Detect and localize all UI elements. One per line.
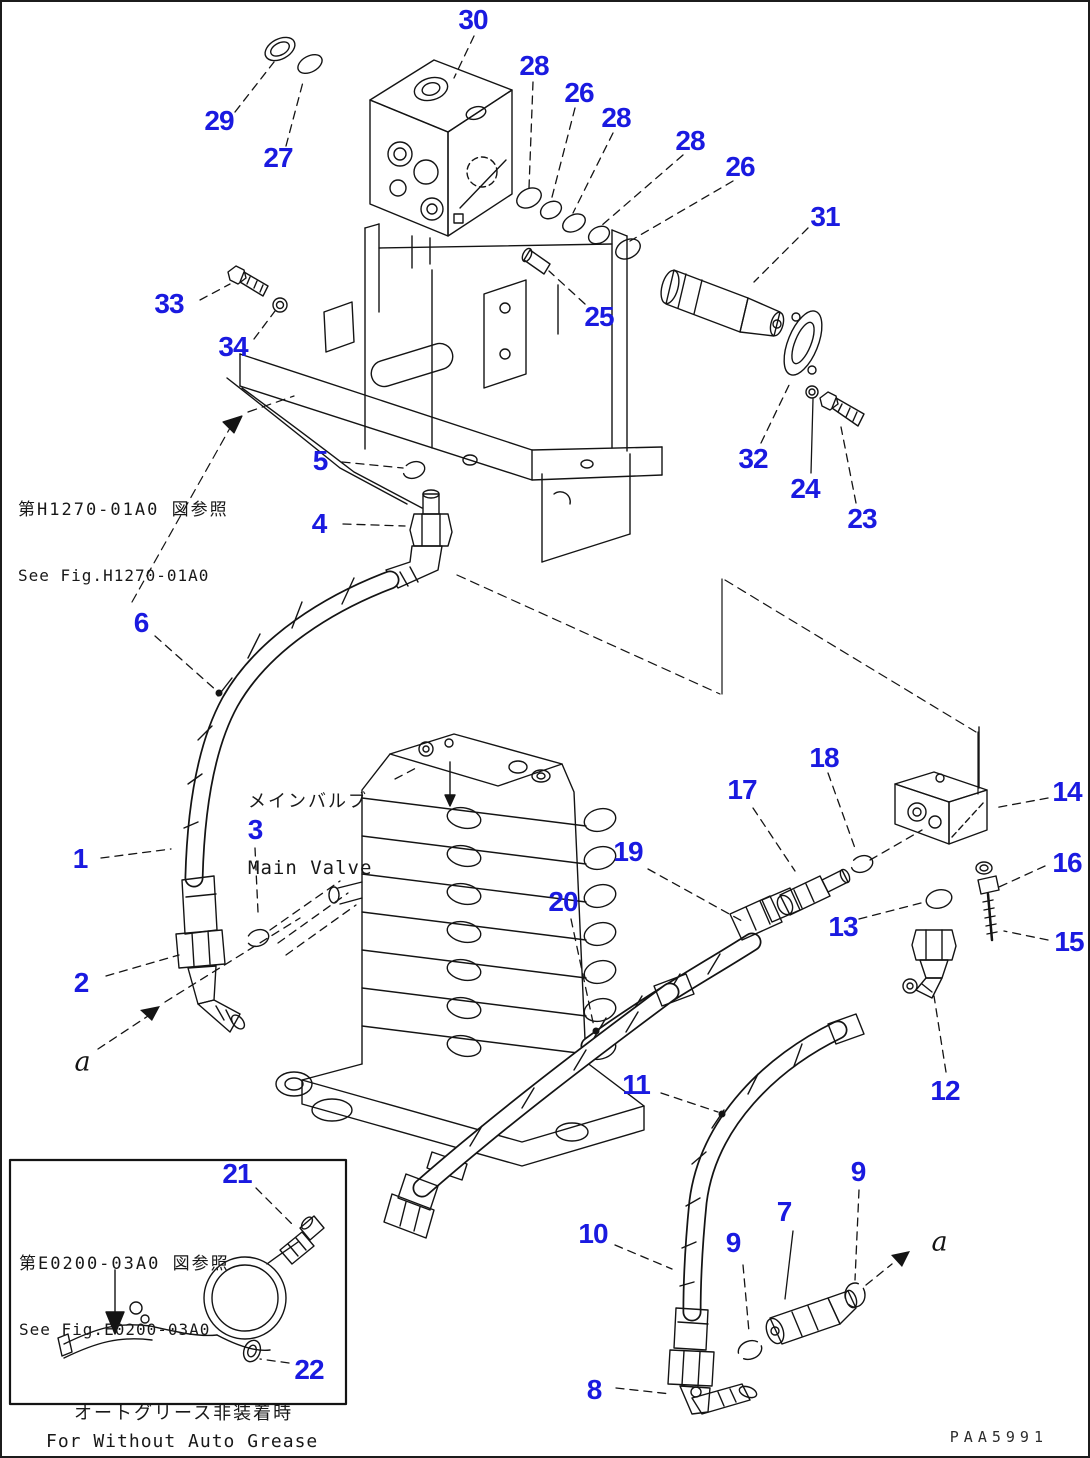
hose-20: [383, 973, 695, 1239]
adapter-fitting-7: [765, 1289, 858, 1345]
o-ring-3: [246, 928, 270, 948]
washer-34: [272, 297, 288, 313]
elbow-fitting-8: [679, 1383, 758, 1415]
ref-note-inset: 第E0200-03A0 図参照 See Fig.E0200-03A0: [19, 1212, 230, 1363]
elbow-fitting-12: [902, 929, 957, 999]
part-code: PAA5991: [949, 1428, 1048, 1446]
hose-11: [679, 1013, 865, 1322]
manifold-block-14: [894, 726, 988, 845]
mounting-bracket: [226, 223, 663, 563]
o-ring-13: [925, 888, 953, 910]
hose-end-1: [175, 875, 226, 969]
cartridge-valve-31: [660, 269, 785, 337]
elbow-fitting-2: [187, 965, 246, 1033]
hose-end-10: [667, 1307, 715, 1387]
bolt-23: [819, 391, 865, 427]
adapter-fitting-17: [776, 868, 851, 916]
inset-caption-jp: オートグリース非装着時: [74, 1403, 294, 1424]
ref-note-top-jp: 第H1270-01A0 図参照: [18, 500, 229, 520]
leader-dots-and-arrows: [140, 689, 910, 1267]
main-valve-label: メインバルブ Main Valve: [248, 750, 372, 901]
ref-note-top: 第H1270-01A0 図参照 See Fig.H1270-01A0: [18, 458, 229, 609]
section-break-line: [131, 395, 979, 795]
ref-note-inset-en: See Fig.E0200-03A0: [19, 1320, 211, 1339]
bolt-15: [977, 875, 1000, 942]
ref-note-inset-jp: 第E0200-03A0 図参照: [19, 1254, 230, 1274]
main-valve-label-en: Main Valve: [248, 857, 373, 879]
o-ring-chain-28-26: [516, 187, 641, 260]
inset-drawing: [57, 1215, 325, 1363]
o-ring-9-right: [844, 1282, 866, 1308]
o-ring-5: [402, 460, 426, 480]
inset-caption: オートグリース非装着時 For Without Auto Grease: [46, 1400, 318, 1456]
washer-16: [975, 861, 993, 875]
ref-note-top-en: See Fig.H1270-01A0: [18, 566, 210, 585]
o-ring-18: [850, 854, 874, 874]
valve-block-30: [369, 59, 513, 269]
hose-6: [183, 570, 400, 888]
leader-lines: [97, 35, 1049, 1395]
gasket-plate-32: [783, 310, 823, 376]
leader-lines-solid: [784, 398, 814, 1300]
pin-25: [521, 247, 551, 275]
inset-caption-en: For Without Auto Grease: [46, 1431, 319, 1452]
washer-24: [805, 385, 819, 399]
main-valve-label-jp: メインバルブ: [248, 791, 368, 812]
inset-box: [8, 1158, 348, 1406]
elbow-fitting-4: [385, 489, 453, 589]
bolt-33: [227, 265, 269, 297]
o-ring-9-left: [737, 1339, 763, 1361]
o-rings-29-27: [264, 36, 323, 75]
